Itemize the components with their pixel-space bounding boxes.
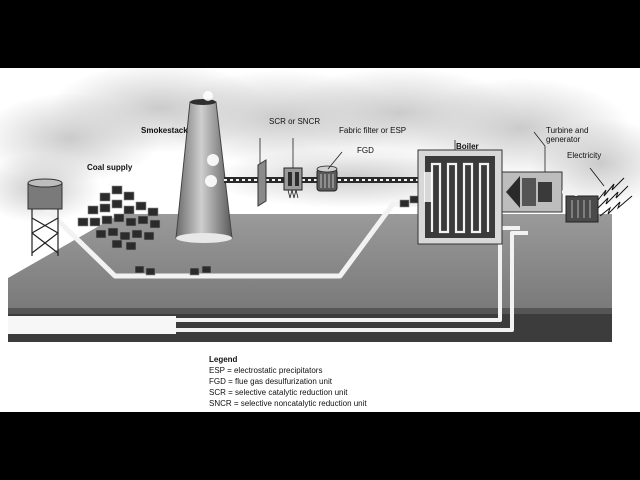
diagram-panel: Coal supply Smokestack SCR or SNCR Fabri… [0,68,640,412]
coal-pile [77,185,420,276]
legend-title: Legend [209,355,238,364]
label-fabric-filter-esp: Fabric filter or ESP [339,126,407,135]
label-smokestack: Smokestack [141,126,188,135]
coal-silo [27,178,63,256]
legend-item-esp: ESP = electrostatic precipitators [209,366,323,375]
label-turbine-generator: Turbine and generator [546,126,589,145]
turbine-generator [501,146,599,223]
label-coal-supply: Coal supply [87,163,133,172]
legend-item-sncr: SNCR = selective noncatalytic reduction … [209,399,367,408]
boiler [417,140,503,245]
outlet-pipe [8,316,176,334]
label-pointers [533,131,546,147]
label-electricity: Electricity [567,151,602,160]
scr-sncr-unit [257,138,267,207]
electricity-bolts [589,167,633,217]
label-fgd: FGD [357,146,374,155]
fgd-unit [316,151,343,192]
fabric-filter-esp [283,138,303,199]
power-plant-illustration [0,68,640,342]
return-pipes [175,226,528,332]
legend-item-scr: SCR = selective catalytic reduction unit [209,388,348,397]
legend: Legend ESP = electrostatic precipitators… [209,354,367,409]
label-boiler: Boiler [456,142,479,151]
legend-item-fgd: FGD = flue gas desulfurization unit [209,377,332,386]
smokestack [175,91,233,243]
label-scr-sncr: SCR or SNCR [269,117,321,126]
